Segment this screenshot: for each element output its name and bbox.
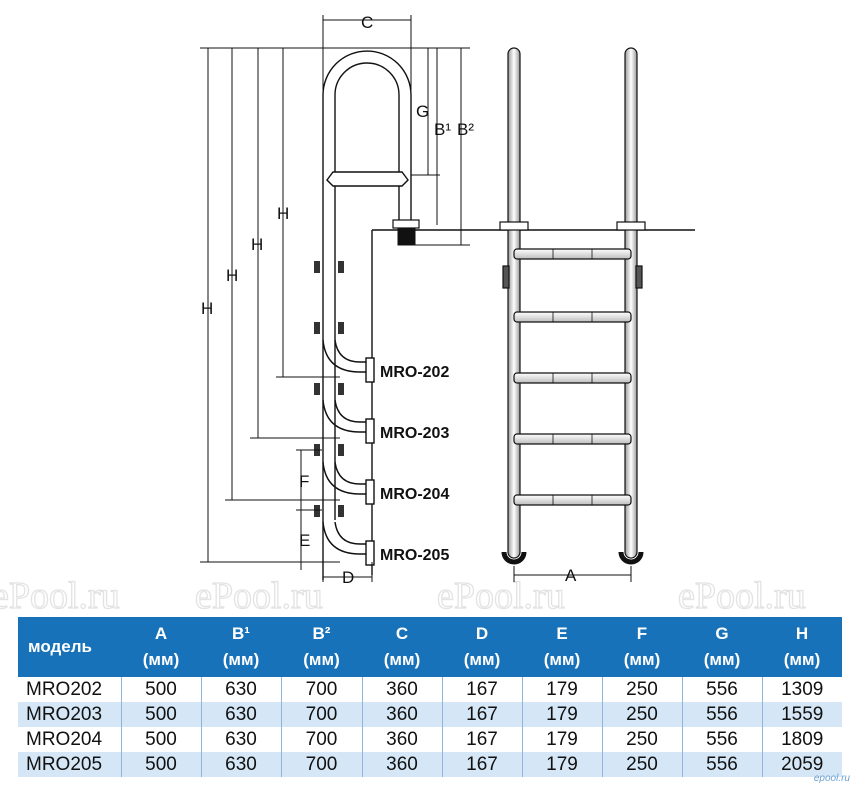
value-cell: 630: [201, 727, 282, 752]
value-cell: 179: [522, 702, 603, 727]
model-label: MRO-204: [380, 486, 449, 503]
value-cell: 630: [201, 677, 282, 702]
model-cell: MRO202: [18, 677, 122, 702]
value-cell: 556: [682, 677, 763, 702]
dimension-label-e: E: [299, 531, 310, 550]
column-header: C(мм): [362, 617, 442, 677]
model-cell: MRO204: [18, 727, 122, 752]
value-cell: 556: [682, 752, 763, 777]
column-header: A(мм): [121, 617, 201, 677]
dimension-label-a: A: [565, 566, 577, 585]
value-cell: 179: [522, 727, 603, 752]
model-label: MRO-203: [380, 425, 449, 442]
value-cell: 500: [121, 702, 202, 727]
corner-watermark: epool.ru: [813, 773, 850, 784]
dimension-label-h: H: [226, 266, 238, 285]
model-label: MRO-205: [380, 547, 449, 564]
dimension-label-h: H: [251, 235, 263, 254]
value-cell: 167: [442, 677, 523, 702]
column-header: B¹(мм): [201, 617, 281, 677]
value-cell: 250: [602, 727, 683, 752]
table-header-row: модель A(мм) B¹(мм) B²(мм) C(мм) D(мм) E…: [18, 617, 842, 677]
value-cell: 179: [522, 752, 603, 777]
value-cell: 167: [442, 727, 523, 752]
value-cell: 700: [281, 677, 363, 702]
value-cell: 2059: [762, 752, 842, 777]
value-cell: 167: [442, 752, 523, 777]
watermark-text: ePool.ru: [437, 575, 565, 617]
value-cell: 630: [201, 752, 282, 777]
column-header: G(мм): [682, 617, 762, 677]
value-cell: 500: [121, 752, 202, 777]
column-header: модель: [18, 617, 121, 677]
watermark-text: ePool.ru: [0, 575, 120, 617]
value-cell: 360: [362, 702, 443, 727]
value-cell: 167: [442, 702, 523, 727]
value-cell: 700: [281, 727, 363, 752]
model-label: MRO-202: [380, 364, 449, 381]
value-cell: 250: [602, 677, 683, 702]
dimension-label-g: G: [416, 102, 429, 121]
value-cell: 1559: [762, 702, 842, 727]
specs-table: модель A(мм) B¹(мм) B²(мм) C(мм) D(мм) E…: [18, 617, 842, 777]
model-cell: MRO203: [18, 702, 122, 727]
column-header: F(мм): [602, 617, 682, 677]
column-header: H(мм): [762, 617, 842, 677]
value-cell: 1309: [762, 677, 842, 702]
value-cell: 556: [682, 702, 763, 727]
value-cell: 700: [281, 752, 363, 777]
watermarks: ePool.ru ePool.ru ePool.ru ePool.ru: [0, 574, 806, 617]
model-cell: MRO205: [18, 752, 122, 777]
dimension-label-f: F: [299, 472, 309, 491]
column-header: E(мм): [522, 617, 602, 677]
value-cell: 556: [682, 727, 763, 752]
value-cell: 179: [522, 677, 603, 702]
value-cell: 360: [362, 727, 443, 752]
column-header: D(мм): [442, 617, 522, 677]
dimension-label-b1: B¹: [434, 120, 451, 139]
dimension-label-h: H: [201, 299, 213, 318]
value-cell: 250: [602, 702, 683, 727]
specs-table-container: модель A(мм) B¹(мм) B²(мм) C(мм) D(мм) E…: [18, 617, 842, 777]
value-cell: 1809: [762, 727, 842, 752]
dimension-label-h: H: [277, 204, 289, 223]
side-view: [200, 15, 695, 582]
value-cell: 250: [602, 752, 683, 777]
front-view: [499, 47, 646, 582]
value-cell: 630: [201, 702, 282, 727]
value-cell: 700: [281, 702, 363, 727]
value-cell: 360: [362, 752, 443, 777]
watermark-text: ePool.ru: [678, 575, 806, 617]
ladder-drawing: ePool.ru ePool.ru ePool.ru ePool.ru: [0, 13, 806, 617]
value-cell: 500: [121, 727, 202, 752]
column-header: B²(мм): [281, 617, 362, 677]
dimension-label-b2: B²: [457, 120, 474, 139]
dimension-label-d: D: [342, 568, 354, 587]
watermark-text: ePool.ru: [195, 575, 323, 617]
value-cell: 500: [121, 677, 202, 702]
value-cell: 360: [362, 677, 443, 702]
dimension-label-c: C: [361, 13, 373, 32]
